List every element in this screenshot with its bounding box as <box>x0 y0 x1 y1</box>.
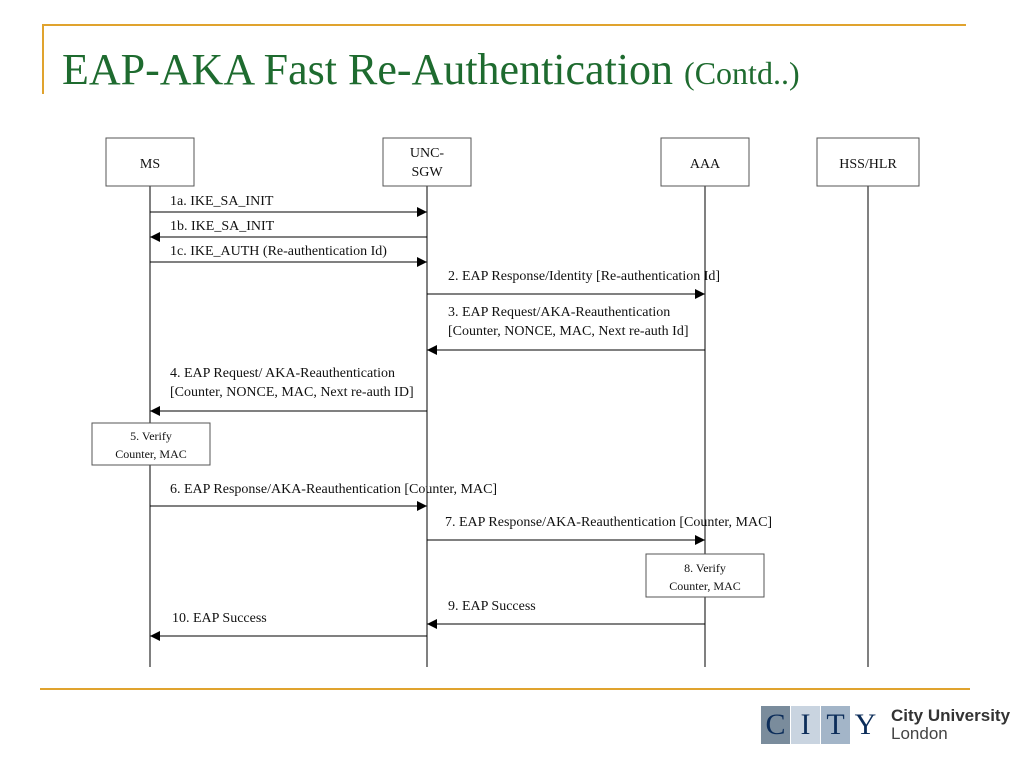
title-accent-bar <box>42 24 44 94</box>
entity-unc-label-line2: SGW <box>411 165 443 180</box>
message-9-label: 9. EAP Success <box>448 599 536 614</box>
message-1c-label: 1c. IKE_AUTH (Re-authentication Id) <box>170 244 387 259</box>
message-7: 7. EAP Response/AKA-Reauthentication [Co… <box>427 515 772 545</box>
entity-hss-hlr: HSS/HLR <box>816 137 920 187</box>
message-7-label: 7. EAP Response/AKA-Reauthentication [Co… <box>445 515 772 530</box>
message-6-label: 6. EAP Response/AKA-Reauthentication [Co… <box>170 482 497 497</box>
entity-aaa-label: AAA <box>690 157 721 172</box>
message-3: 3. EAP Request/AKA-Reauthentication [Cou… <box>427 305 705 355</box>
logo-letter-y: Y <box>851 706 880 744</box>
message-3-label-line2: [Counter, NONCE, MAC, Next re-auth Id] <box>448 324 689 339</box>
footer-accent-line <box>40 688 970 690</box>
slide-title-suffix: (Contd..) <box>684 55 800 91</box>
message-1b-label: 1b. IKE_SA_INIT <box>170 219 275 234</box>
step-5-label-line2: Counter, MAC <box>115 447 187 461</box>
message-4: 4. EAP Request/ AKA-Reauthentication [Co… <box>150 366 427 416</box>
message-1a: 1a. IKE_SA_INIT <box>150 194 427 217</box>
message-10: 10. EAP Success <box>150 611 427 641</box>
message-2: 2. EAP Response/Identity [Re-authenticat… <box>427 269 720 299</box>
step-5-verify: 5. Verify Counter, MAC <box>91 422 211 466</box>
org-city: London <box>891 724 948 743</box>
message-1a-label: 1a. IKE_SA_INIT <box>170 194 274 209</box>
step-5-label-line1: 5. Verify <box>130 429 172 443</box>
title-accent-line <box>42 24 966 26</box>
entity-unc-sgw: UNC- SGW <box>382 137 472 187</box>
step-8-label-line1: 8. Verify <box>684 561 726 575</box>
step-8-verify: 8. Verify Counter, MAC <box>645 553 765 598</box>
message-1c: 1c. IKE_AUTH (Re-authentication Id) <box>150 244 427 267</box>
slide-title-main: EAP-AKA Fast Re-Authentication <box>62 45 674 94</box>
org-name: City University <box>891 706 1011 725</box>
message-9: 9. EAP Success <box>427 599 705 629</box>
entity-aaa: AAA <box>660 137 750 187</box>
message-1b: 1b. IKE_SA_INIT <box>150 219 427 242</box>
slide-title: EAP-AKA Fast Re-Authentication (Contd..) <box>62 42 800 101</box>
logo-letter-t: T <box>821 706 850 744</box>
message-4-label-line2: [Counter, NONCE, MAC, Next re-auth ID] <box>170 385 414 400</box>
entity-ms-label: MS <box>140 157 160 172</box>
message-10-label: 10. EAP Success <box>172 611 267 626</box>
message-3-label-line1: 3. EAP Request/AKA-Reauthentication <box>448 305 670 320</box>
logo-text: City University London <box>891 707 1010 743</box>
logo-letter-c: C <box>761 706 790 744</box>
step-8-label-line2: Counter, MAC <box>669 579 741 593</box>
message-6: 6. EAP Response/AKA-Reauthentication [Co… <box>150 482 497 511</box>
city-university-logo: C I T Y City University London <box>761 706 1010 744</box>
logo-letter-i: I <box>791 706 820 744</box>
message-4-label-line1: 4. EAP Request/ AKA-Reauthentication <box>170 366 395 381</box>
sequence-diagram: MS UNC- SGW AAA HSS/HLR 1a. IKE_SA_INIT … <box>91 137 920 667</box>
entity-ms: MS <box>105 137 195 187</box>
message-2-label: 2. EAP Response/Identity [Re-authenticat… <box>448 269 720 284</box>
entity-hss-label: HSS/HLR <box>839 157 897 172</box>
entity-unc-label-line1: UNC- <box>410 146 445 161</box>
